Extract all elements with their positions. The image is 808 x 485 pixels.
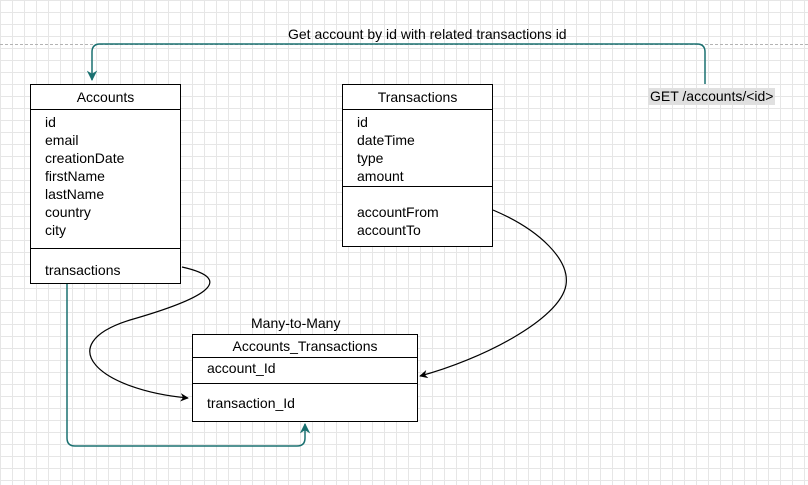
accounts-title: Accounts (31, 85, 180, 110)
transactions-fields: id dateTime type amount (343, 110, 492, 187)
transactions-ref-connector (419, 209, 567, 379)
accounts-transactions-refs: transaction_Id (193, 384, 417, 412)
accounts-transactions-entity[interactable]: Accounts_Transactions account_Id transac… (192, 334, 418, 422)
ref-item: accountTo (357, 222, 421, 238)
field-item: id (357, 114, 368, 130)
field-item: id (45, 114, 56, 130)
field-item: dateTime (357, 132, 415, 148)
field-item: account_Id (207, 360, 276, 376)
accounts-transactions-ref-connector (89, 266, 211, 402)
ref-item: accountFrom (357, 204, 439, 220)
endpoint-to-accounts-connector (86, 43, 706, 84)
ref-item: transaction_Id (207, 395, 295, 411)
accounts-transactions-fields: account_Id (193, 358, 417, 384)
field-item: email (45, 132, 79, 148)
ref-item: transactions (45, 262, 121, 278)
accounts-transactions-title: Accounts_Transactions (193, 335, 417, 358)
accounts-refs: transactions (31, 249, 180, 279)
accounts-fields: id email creationDate firstName lastName… (31, 110, 180, 249)
field-item: country (45, 204, 91, 220)
join-relation-label: Many-to-Many (251, 315, 341, 331)
field-item: city (45, 222, 66, 238)
accounts-to-join-connector (66, 284, 311, 447)
accounts-entity[interactable]: Accounts id email creationDate firstName… (30, 84, 181, 284)
field-item: amount (357, 168, 404, 184)
field-item: firstName (45, 168, 105, 184)
endpoint-label: GET /accounts/<id> (648, 88, 776, 105)
field-item: creationDate (45, 150, 125, 166)
field-item: type (357, 150, 384, 166)
transactions-entity[interactable]: Transactions id dateTime type amount acc… (342, 84, 493, 247)
transactions-title: Transactions (343, 85, 492, 110)
transactions-refs: accountFrom accountTo (343, 187, 492, 239)
top-connector-label: Get account by id with related transacti… (288, 26, 567, 42)
field-item: lastName (45, 186, 105, 202)
